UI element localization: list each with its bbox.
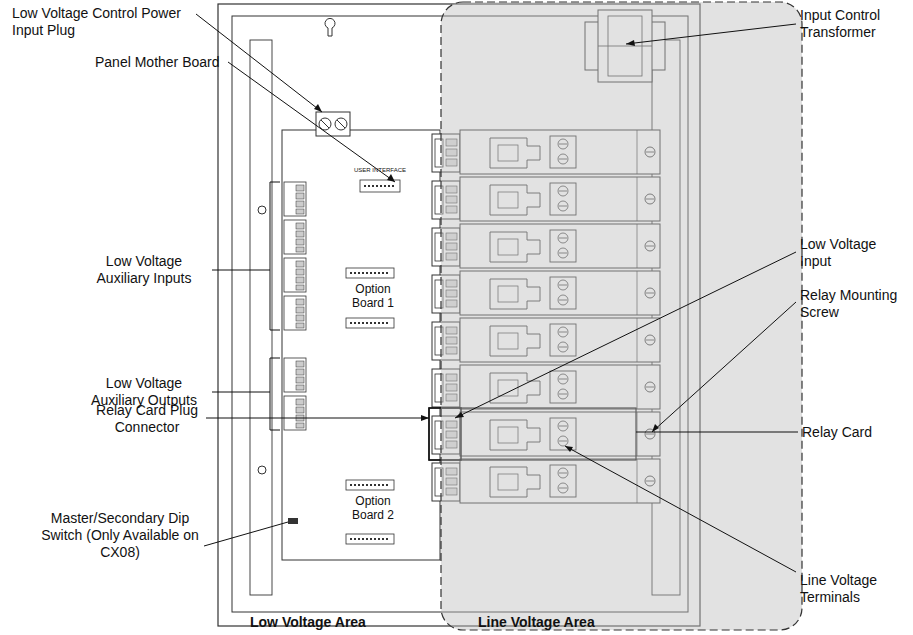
callout-label: Relay Card Plug Connector <box>92 402 202 436</box>
board-label: Option Board 1 <box>343 282 403 310</box>
callout-label: Line Voltage Terminals <box>800 572 900 606</box>
area-label: Line Voltage Area <box>478 614 638 631</box>
callout-label: Panel Mother Board <box>95 54 225 71</box>
callout-label: Relay Mounting Screw <box>800 287 905 321</box>
callout-label: Low Voltage Input <box>800 236 900 270</box>
callout-label: Master/Secondary Dip Switch (Only Availa… <box>36 510 204 561</box>
callout-label: Input Control Transformer <box>800 7 908 41</box>
board-label: Option Board 2 <box>343 494 403 522</box>
callout-label: Low Voltage Auxiliary Inputs <box>80 253 208 287</box>
callout-label: Relay Card <box>802 424 902 441</box>
callout-label: Low Voltage Control Power Input Plug <box>12 5 197 39</box>
board-label: USER INTERFACE <box>348 166 412 174</box>
area-label: Low Voltage Area <box>250 614 410 631</box>
